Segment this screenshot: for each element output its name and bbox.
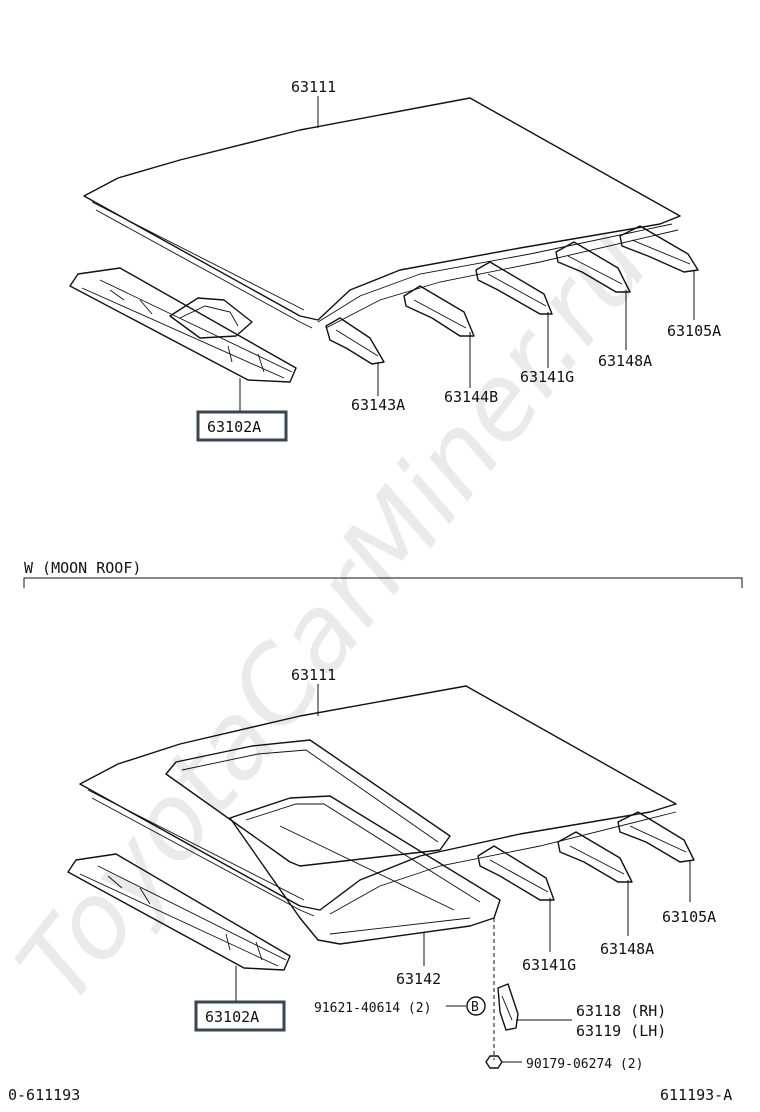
label-clip: 91621-40614 (2) bbox=[314, 1001, 431, 1016]
top-front-header-panel bbox=[69, 267, 297, 383]
footer-right: 611193-A bbox=[660, 1086, 732, 1104]
top-reinforcement-63141G bbox=[475, 261, 553, 315]
label-bottom-roof: 63111 bbox=[291, 666, 336, 684]
label-top-63148A: 63148A bbox=[598, 352, 652, 370]
label-top-63141G: 63141G bbox=[520, 368, 574, 386]
top-reinforcement-63148A bbox=[555, 241, 631, 293]
label-bracket-lh: 63119 (LH) bbox=[576, 1022, 666, 1040]
label-bracket-rh: 63118 (RH) bbox=[576, 1002, 666, 1020]
bottom-reinforcement-63105A bbox=[617, 811, 695, 863]
label-bottom-63141G: 63141G bbox=[522, 956, 576, 974]
label-top-63144B: 63144B bbox=[444, 388, 498, 406]
label-top-63105A: 63105A bbox=[667, 322, 721, 340]
bottom-sunroof-housing bbox=[229, 795, 501, 945]
bottom-front-header-panel bbox=[67, 853, 291, 971]
section-label: W (MOON ROOF) bbox=[24, 559, 141, 577]
clip-callout-letter: B bbox=[471, 1000, 479, 1015]
label-top-63143A: 63143A bbox=[351, 396, 405, 414]
bottom-bracket-part bbox=[497, 983, 519, 1031]
clip-callout: B bbox=[466, 996, 486, 1016]
top-roof-panel bbox=[83, 97, 681, 329]
label-bottom-63148A: 63148A bbox=[600, 940, 654, 958]
footer-left: 0-611193 bbox=[8, 1086, 80, 1104]
top-reinforcement-63105A bbox=[619, 225, 699, 273]
top-reinforcement-63143A bbox=[325, 317, 385, 365]
label-top-roof: 63111 bbox=[291, 78, 336, 96]
label-bottom-63105A: 63105A bbox=[662, 908, 716, 926]
label-nut: 90179-06274 (2) bbox=[526, 1057, 643, 1072]
bottom-reinforcement-63148A bbox=[557, 831, 633, 883]
watermark-text: ToyotaCarMiner.ru bbox=[0, 204, 672, 1025]
label-bottom-front-panel: 63102A bbox=[205, 1008, 259, 1026]
top-reinforcement-63144B bbox=[403, 285, 475, 337]
box-bottom-front-panel bbox=[194, 1000, 286, 1032]
bottom-roof-panel bbox=[79, 685, 677, 917]
section-bracket bbox=[23, 577, 743, 588]
bottom-reinforcement-63141G bbox=[477, 845, 555, 901]
box-top-front-panel bbox=[196, 410, 288, 442]
label-top-front-panel: 63102A bbox=[207, 418, 261, 436]
label-bottom-housing: 63142 bbox=[396, 970, 441, 988]
nut-part bbox=[485, 1055, 503, 1069]
